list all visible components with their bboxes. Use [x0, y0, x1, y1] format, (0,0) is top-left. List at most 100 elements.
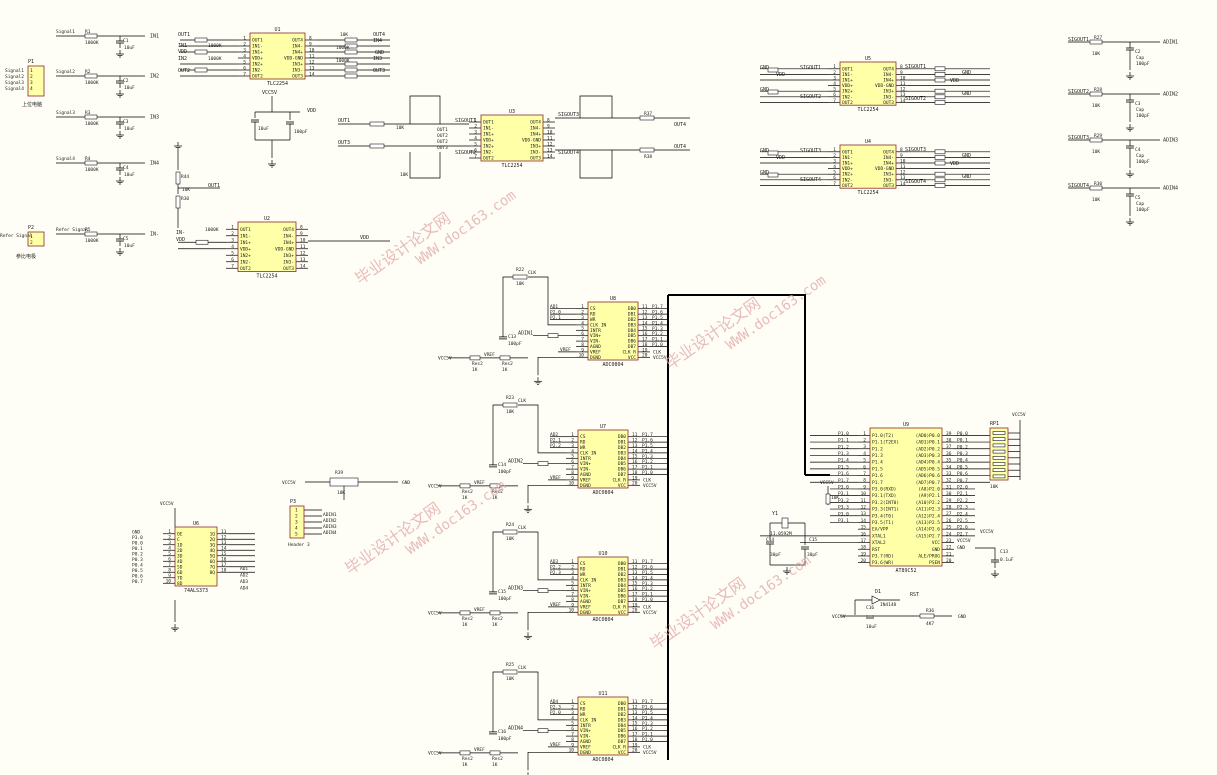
pin-name: DB2: [618, 572, 626, 578]
pin-name: 5Q: [210, 553, 216, 559]
resistor: [547, 333, 559, 339]
pin-number: 8: [571, 470, 574, 476]
net-label-power: VDD: [307, 108, 316, 114]
pin-name: P3.5(T1): [872, 520, 894, 526]
pin-name: IN2-: [252, 68, 263, 74]
pin-name: VCC: [618, 610, 626, 616]
ic-part: TLC2254: [256, 274, 277, 280]
pin-name: ALE/PROG: [918, 553, 940, 559]
wire: [527, 611, 566, 631]
resistor-value: 10K: [337, 490, 345, 496]
pin-name: VIN+: [580, 728, 591, 734]
pin-number: 10: [900, 75, 906, 81]
net-label-port: P2.0: [550, 310, 561, 316]
net-label-amp: SIGOUT2: [800, 94, 821, 100]
pin-name: P3.0(RXD): [872, 486, 896, 492]
resistor: [502, 669, 518, 675]
connector-pin-number: 4: [295, 526, 298, 532]
net-label-port: P2.2: [550, 565, 561, 571]
pin-number: 6: [833, 175, 836, 181]
net-label-power: VCC5V: [653, 355, 667, 361]
net-label-amp: SIGOUT1: [905, 64, 926, 70]
wire: [527, 484, 566, 504]
pin-name: VDD+: [240, 246, 251, 252]
pin-number: 6: [863, 464, 866, 470]
pin-number: 8: [300, 225, 303, 231]
pin-name: 6D: [177, 570, 183, 576]
pin-name: IN1-: [842, 155, 853, 161]
resistor: [992, 474, 1006, 479]
connector-ref: P1: [28, 59, 34, 65]
pin-number: 5: [833, 170, 836, 176]
mcu-port-label: P0.4: [957, 458, 968, 464]
pin-number: 4: [474, 135, 477, 141]
pin-name: VDD+: [842, 83, 853, 89]
cap-value: 10uF: [258, 126, 269, 132]
pin-number: 5: [168, 551, 171, 557]
cap-ref: C5: [123, 236, 129, 242]
cap-value: 100pF: [294, 129, 308, 135]
pin-name: 8Q: [210, 570, 216, 576]
cap-ref: C13: [508, 334, 516, 340]
pin-name: IN4+: [283, 240, 294, 246]
wire: [668, 294, 806, 475]
ground-symbol: [174, 142, 182, 150]
resistor: [489, 750, 501, 756]
pin-name: 3Q: [210, 542, 216, 548]
net-label-power: CLK: [518, 525, 526, 531]
resistor-ref: R30: [1094, 181, 1102, 187]
net-label-in: IN4: [150, 161, 159, 167]
resistor-ref: R36: [926, 608, 934, 614]
cap-label: Cap: [1136, 107, 1144, 113]
connector-pin-number: 4: [30, 86, 33, 92]
pin-number: 4: [571, 448, 574, 454]
ground-symbol: [116, 248, 124, 256]
mcu-port-label: P3.2: [838, 498, 849, 504]
ic-ref: U4: [865, 139, 871, 145]
pin-number: 2: [571, 705, 574, 711]
connector-pin-label: Signal3: [5, 80, 24, 86]
pin-name: P1.0(T2): [872, 433, 894, 439]
resistor-value: 1000K: [336, 58, 350, 64]
pin-number: 5: [243, 59, 246, 65]
pin-name: 1Q: [210, 531, 216, 537]
pin-number: 6: [571, 459, 574, 465]
resistor: [369, 121, 385, 127]
resistor-ref: R1: [85, 29, 91, 35]
bus-tap-label: P1.5: [642, 710, 653, 716]
net-label-power: VDD: [950, 78, 959, 84]
pin-number: 7: [833, 181, 836, 187]
pin-name: VDD+: [483, 138, 494, 144]
pin-number: 19: [861, 551, 867, 557]
pin-number: 3: [243, 47, 246, 53]
pin-number: 18: [861, 545, 867, 551]
pin-number: 30: [946, 491, 952, 497]
pin-number: 33: [946, 471, 952, 477]
potentiometer: [329, 477, 359, 487]
cap-ref: C3: [1135, 101, 1141, 107]
pin-number: 7: [231, 264, 234, 270]
pin-name: IN1+: [483, 132, 494, 138]
resistor-value: 10K: [340, 32, 348, 38]
pin-number: 16: [642, 331, 648, 337]
pin-number: 2: [231, 231, 234, 237]
pin-number: 14: [221, 546, 227, 552]
pin-number: 20: [632, 608, 638, 614]
resistor: [992, 468, 1006, 473]
net-label-out: OUT1: [208, 183, 220, 189]
pin-number: 14: [861, 518, 867, 524]
pin-name: INTR: [580, 723, 591, 729]
resistor: [194, 49, 208, 55]
pin-name: IN1-: [252, 44, 263, 50]
pin-name: DB7: [618, 599, 626, 605]
pin-number: 3: [231, 238, 234, 244]
connector-pin-label: Signal4: [5, 86, 24, 92]
pin-name: RD: [590, 312, 596, 318]
ground-symbol: [116, 131, 124, 139]
pin-name: DB5: [628, 333, 636, 339]
resistor: [992, 462, 1006, 466]
resistor-pack-value: 10K: [990, 484, 998, 490]
pin-number: 4: [571, 715, 574, 721]
cap-ref: C15: [809, 537, 817, 543]
pin-name: P3.3(INT1): [872, 507, 899, 513]
